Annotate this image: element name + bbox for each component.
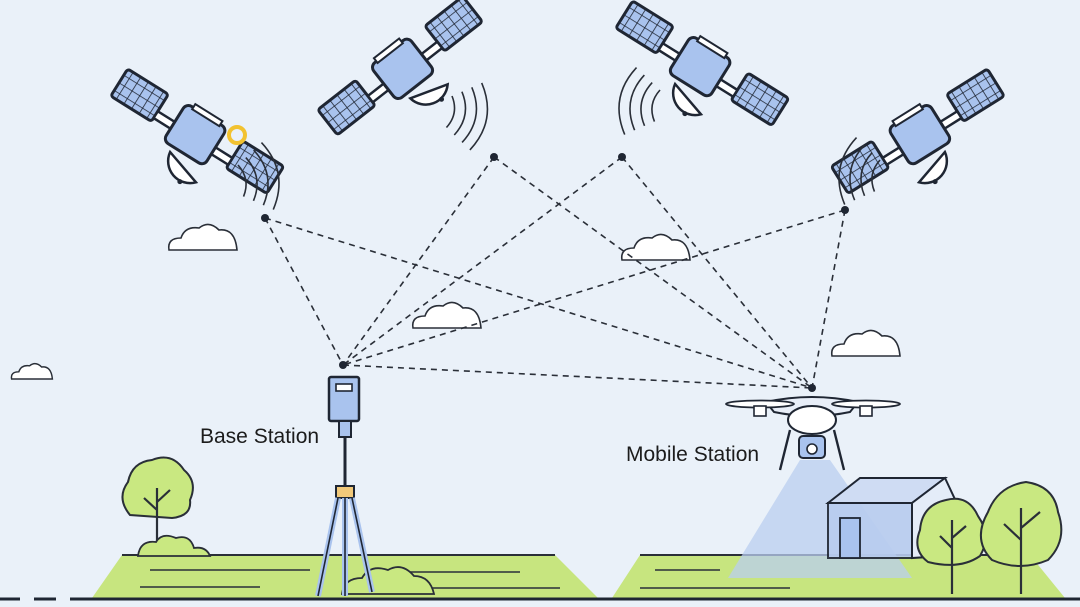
cloud-icon <box>10 362 54 380</box>
signal-waves-icon <box>613 64 664 141</box>
drone-icon <box>725 396 901 471</box>
tripod-icon <box>315 375 375 597</box>
mobile-station-label: Mobile Station <box>626 443 760 466</box>
signal-nodes <box>261 153 849 392</box>
satellite-icon <box>826 62 1027 228</box>
tree-icon <box>916 497 987 594</box>
signal-waves-icon <box>442 77 494 153</box>
cloud-icon <box>620 233 691 261</box>
signal-accent-icon <box>227 125 247 145</box>
cloud-icon <box>411 301 482 329</box>
tree-icon <box>980 480 1063 594</box>
satellite-icon <box>88 62 289 228</box>
base-station-label: Base Station <box>200 425 320 448</box>
cloud-icon <box>167 223 238 251</box>
signal-lines <box>264 156 846 389</box>
bush-icon <box>136 534 436 595</box>
cloud-icon <box>830 329 901 357</box>
tree-icon <box>121 456 194 548</box>
